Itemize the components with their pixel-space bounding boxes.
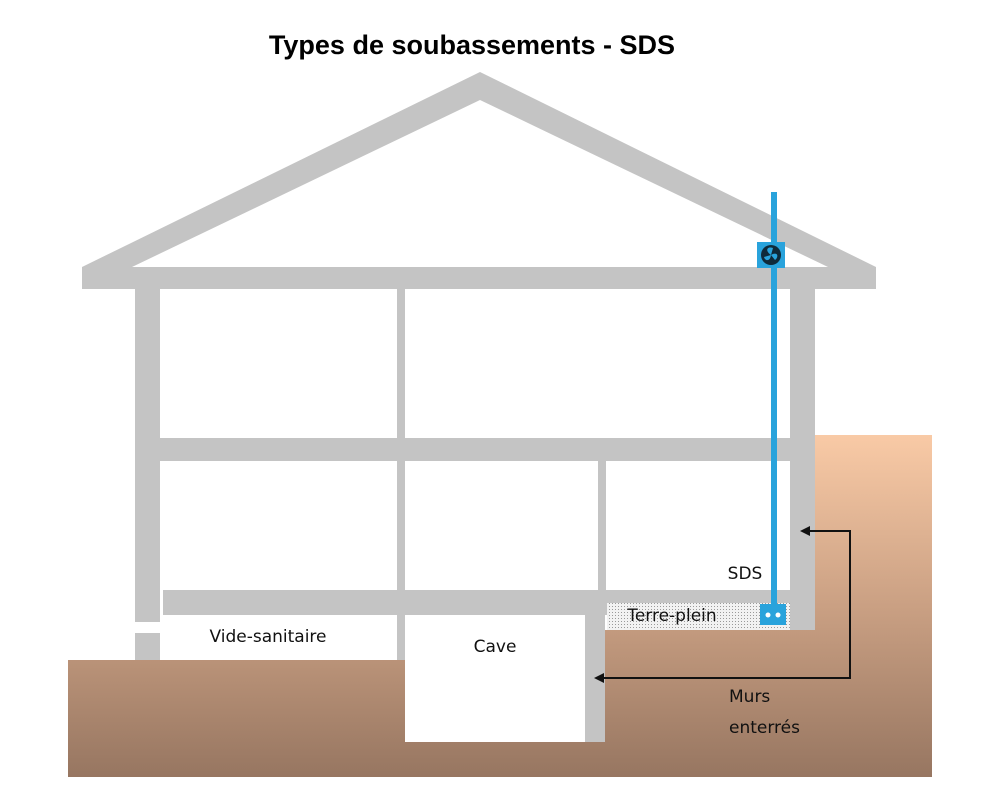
suction-box-icon <box>760 604 786 625</box>
upper-floor <box>160 438 790 461</box>
interior-wall-left <box>397 289 405 660</box>
label-sds: SDS <box>728 564 763 584</box>
left-wall <box>135 289 160 622</box>
arrowhead-cave-wall <box>594 673 604 683</box>
murs-enterres-arrows <box>602 530 851 679</box>
cave-wall <box>585 590 605 742</box>
interior-wall-right <box>598 461 606 591</box>
right-wall <box>790 289 815 630</box>
label-vide-sanitaire: Vide-sanitaire <box>209 627 326 647</box>
label-enterres: enterrés <box>729 718 800 738</box>
roof <box>82 72 876 289</box>
cave-space <box>405 615 585 742</box>
label-murs: Murs <box>729 687 770 707</box>
label-cave: Cave <box>474 637 517 657</box>
diagram-title: Types de soubassements - SDS <box>269 30 675 60</box>
label-terre-plein: Terre-plein <box>626 606 716 626</box>
arrowhead-right-wall <box>800 526 810 536</box>
left-wall-foot <box>135 633 160 660</box>
soil <box>68 435 932 777</box>
fan-icon <box>757 242 785 268</box>
terre-plein-fill <box>607 603 790 630</box>
sds-pipe <box>771 192 777 607</box>
